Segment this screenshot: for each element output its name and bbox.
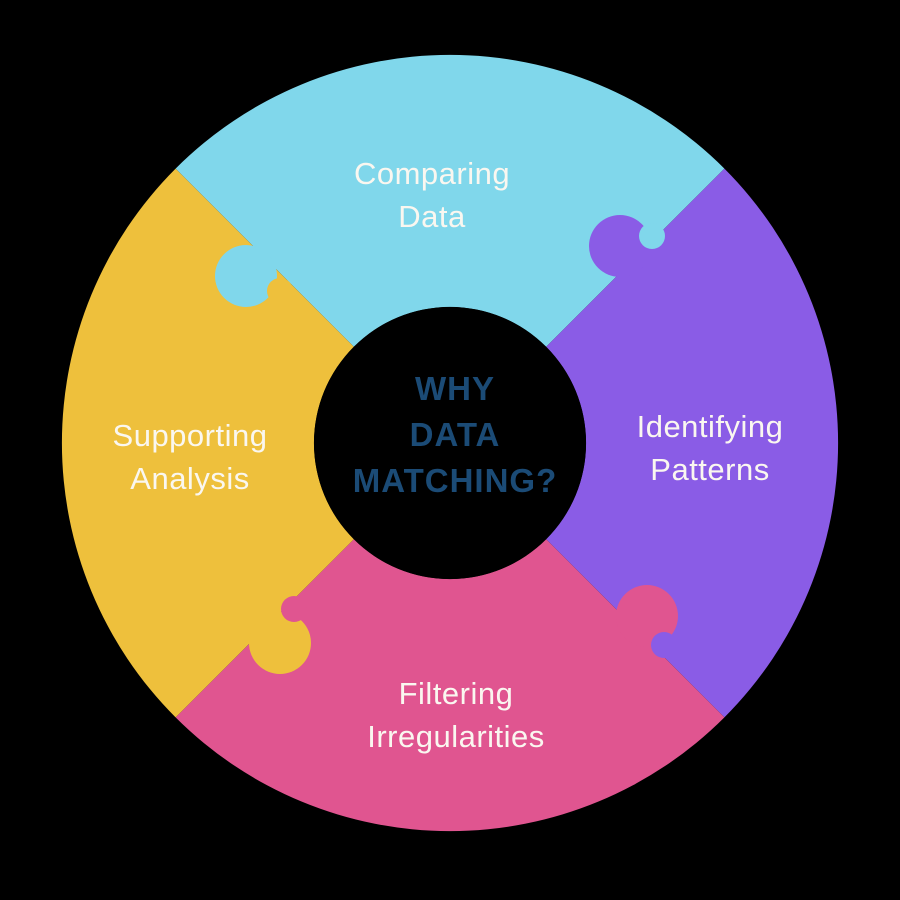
- center-title: WHY DATA MATCHING?: [352, 370, 558, 499]
- puzzle-notch-top-right: [639, 223, 665, 249]
- puzzle-notch-top-left: [267, 278, 293, 304]
- label-identifying-patterns: Identifying Patterns: [636, 409, 784, 487]
- label-comparing-data: Comparing Data: [353, 156, 511, 234]
- puzzle-knob-bottom-right: [616, 585, 678, 647]
- center-hub-circle: [314, 307, 586, 579]
- puzzle-piece-filtering-irregularities: [175, 539, 725, 832]
- puzzle-knob-bottom-left: [249, 612, 311, 674]
- puzzle-notch-bottom-right: [651, 632, 677, 658]
- label-filtering-irregularities: Filtering Irregularities: [367, 676, 545, 754]
- puzzle-notch-bottom-left: [281, 596, 307, 622]
- puzzle-piece-identifying-patterns: [546, 168, 839, 718]
- puzzle-piece-supporting-analysis: [61, 168, 354, 718]
- puzzle-knob-top-left: [215, 245, 277, 307]
- puzzle-piece-comparing-data: [175, 54, 725, 347]
- label-supporting-analysis: Supporting Analysis: [112, 418, 268, 496]
- puzzle-knob-top-right: [589, 215, 651, 277]
